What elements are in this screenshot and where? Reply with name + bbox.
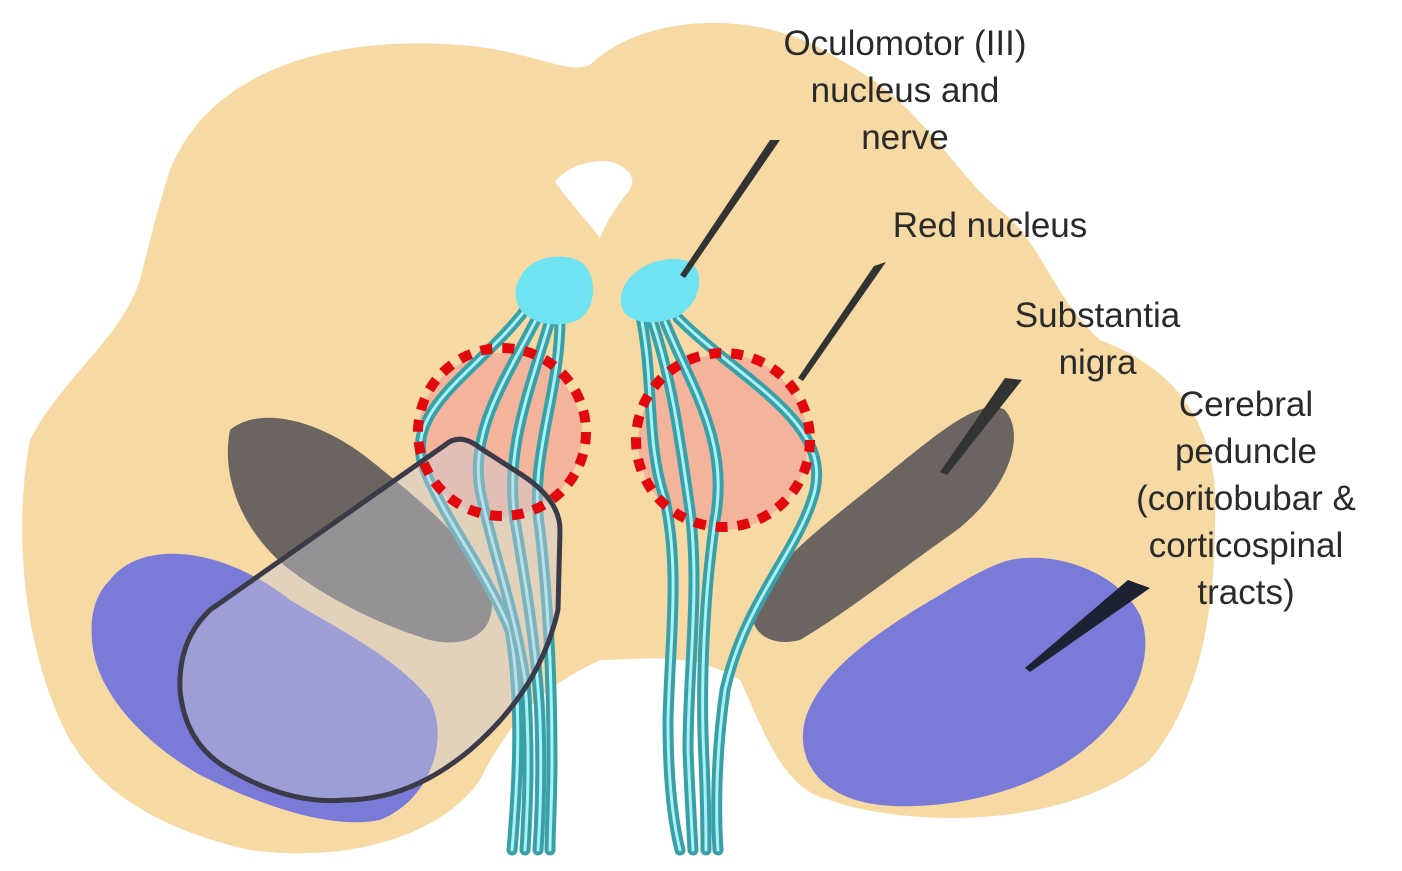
label-line: Oculomotor (III) [745, 20, 1065, 67]
label-line: tracts) [1100, 569, 1392, 616]
label-line: Substantia [985, 292, 1210, 339]
label-line: corticospinal [1100, 522, 1392, 569]
label-line: nigra [985, 339, 1210, 386]
label-line: peduncle [1100, 428, 1392, 475]
label-oculomotor-nucleus: Oculomotor (III) nucleus and nerve [745, 20, 1065, 161]
label-line: Red nucleus [860, 202, 1120, 249]
label-line: nerve [745, 114, 1065, 161]
label-line: Cerebral [1100, 381, 1392, 428]
label-line: nucleus and [745, 67, 1065, 114]
label-substantia-nigra: Substantia nigra [985, 292, 1210, 386]
label-red-nucleus: Red nucleus [860, 202, 1120, 249]
label-line: (coritobubar & [1100, 475, 1392, 522]
label-cerebral-peduncle: Cerebral peduncle (coritobubar & cortico… [1100, 381, 1392, 616]
